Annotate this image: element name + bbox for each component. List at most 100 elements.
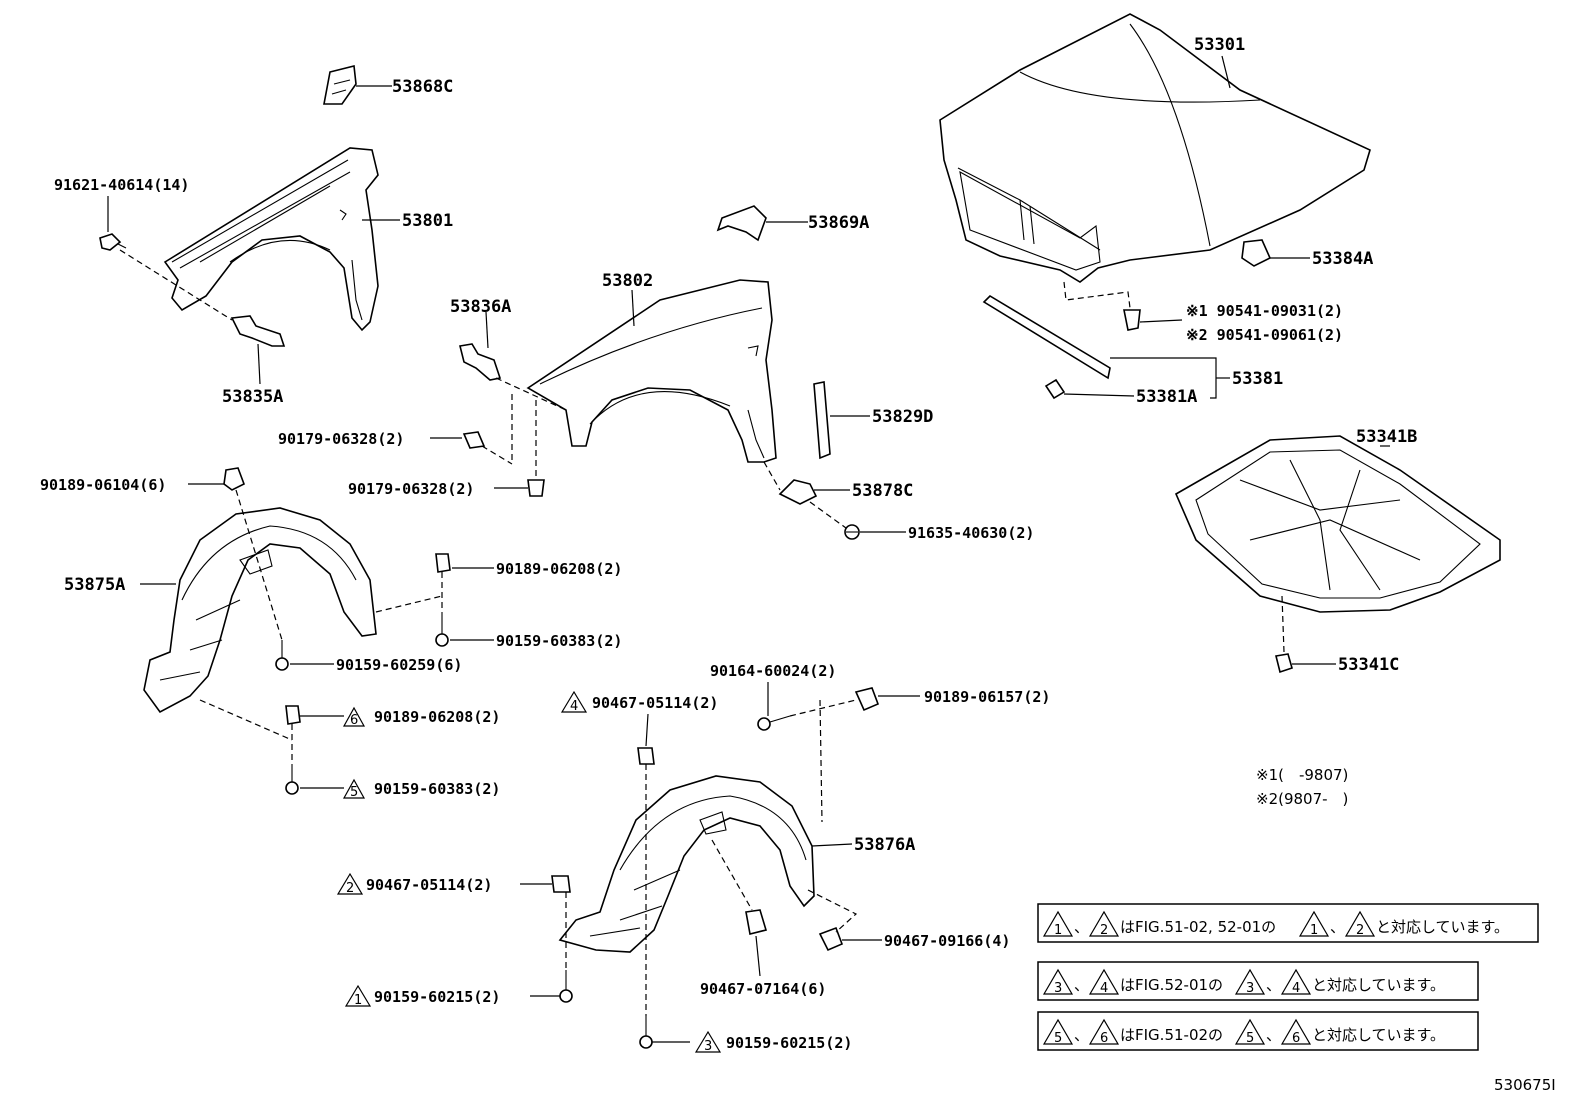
bolt-90164[interactable] bbox=[757, 715, 791, 731]
clip-53869A[interactable] bbox=[716, 205, 767, 242]
liner-left-53875A[interactable] bbox=[143, 507, 377, 714]
clip-53868C[interactable] bbox=[323, 65, 357, 105]
bracket-53835A[interactable] bbox=[230, 315, 286, 347]
clip-90467-05114-a[interactable] bbox=[637, 747, 655, 765]
note-2: ※2(9807- ) bbox=[1256, 790, 1348, 808]
label-90541-09031: ※1 90541-09031(2) bbox=[1186, 302, 1343, 320]
svg-text:2: 2 bbox=[1356, 923, 1364, 938]
svg-text:、: 、 bbox=[1074, 1026, 1089, 1044]
label-90179-b: 90179-06328(2) bbox=[348, 480, 474, 498]
label-90189-06104: 90189-06104(6) bbox=[40, 476, 166, 494]
svg-text:3: 3 bbox=[704, 1039, 712, 1054]
triangle-markers: 6 5 4 2 1 3 bbox=[336, 690, 722, 1054]
svg-text:2: 2 bbox=[1100, 923, 1108, 938]
label-90189-06208-a: 90189-06208(2) bbox=[496, 560, 622, 578]
figure-id: 530675I bbox=[1494, 1076, 1556, 1094]
svg-text:と対応しています。: と対応しています。 bbox=[1376, 918, 1509, 936]
clip-90467-09166[interactable] bbox=[818, 926, 844, 952]
triangle-3: 3 bbox=[694, 1030, 722, 1054]
label-53384A: 53384A bbox=[1312, 249, 1373, 269]
label-90159-60383-b: 90159-60383(2) bbox=[374, 780, 500, 798]
insulator-53341B[interactable] bbox=[1174, 435, 1501, 613]
triangle-2: 2 bbox=[336, 872, 364, 896]
svg-text:5: 5 bbox=[1246, 1031, 1254, 1046]
screw-90159-60383-b[interactable] bbox=[285, 764, 299, 795]
fender-right-53802[interactable] bbox=[526, 279, 777, 463]
seal-53829D[interactable] bbox=[813, 381, 831, 460]
label-53869A: 53869A bbox=[808, 213, 869, 233]
screw-90159-60215-b[interactable] bbox=[639, 1016, 653, 1049]
clip-90189-06157[interactable] bbox=[854, 687, 880, 712]
clip-90467-07164[interactable] bbox=[745, 909, 768, 935]
label-90179-a: 90179-06328(2) bbox=[278, 430, 404, 448]
svg-text:、: 、 bbox=[1266, 1026, 1281, 1044]
svg-text:、: 、 bbox=[1266, 976, 1281, 994]
clip-90189-06208-a[interactable] bbox=[435, 553, 451, 573]
svg-text:4: 4 bbox=[570, 699, 578, 714]
screw-90159-60383-a[interactable] bbox=[435, 612, 449, 647]
triangle-6: 6 bbox=[342, 706, 366, 728]
clip-53381A[interactable] bbox=[1044, 378, 1066, 400]
triangle-5: 5 bbox=[342, 778, 366, 800]
label-90159-60215-a: 90159-60215(2) bbox=[374, 988, 500, 1006]
part-labels: 53868C 91621-40614(14) 53801 53835A 5386… bbox=[40, 35, 1417, 1052]
cushion-53384A[interactable] bbox=[1241, 239, 1272, 267]
label-53802: 53802 bbox=[602, 271, 653, 291]
svg-text:6: 6 bbox=[1100, 1031, 1108, 1046]
svg-text:5: 5 bbox=[1054, 1031, 1062, 1046]
label-53301: 53301 bbox=[1194, 35, 1245, 55]
svg-text:4: 4 bbox=[1292, 981, 1300, 996]
hood-53301[interactable] bbox=[939, 13, 1371, 283]
svg-text:はFIG.51-02の: はFIG.51-02の bbox=[1120, 1026, 1223, 1044]
bracket-53836A[interactable] bbox=[459, 343, 502, 381]
label-53381: 53381 bbox=[1232, 369, 1283, 389]
note-1: ※1( -9807) bbox=[1256, 766, 1348, 784]
svg-text:1: 1 bbox=[354, 993, 362, 1008]
label-53801: 53801 bbox=[402, 211, 453, 231]
label-90541-09061: ※2 90541-09061(2) bbox=[1186, 326, 1343, 344]
svg-text:、: 、 bbox=[1330, 918, 1345, 936]
label-53341B: 53341B bbox=[1356, 427, 1417, 447]
label-91621: 91621-40614(14) bbox=[54, 176, 189, 194]
screw-90159-60215-a[interactable] bbox=[559, 970, 573, 1003]
label-90189-06157: 90189-06157(2) bbox=[924, 688, 1050, 706]
bolt-91635[interactable] bbox=[844, 524, 860, 540]
applicability-notes: ※1( -9807) ※2(9807- ) bbox=[1256, 766, 1348, 808]
triangle-1: 1 bbox=[344, 984, 372, 1008]
clip-90179-b[interactable] bbox=[527, 479, 545, 497]
svg-text:3: 3 bbox=[1246, 981, 1254, 996]
svg-text:、: 、 bbox=[1074, 918, 1089, 936]
label-53878C: 53878C bbox=[852, 481, 913, 501]
label-91635: 91635-40630(2) bbox=[908, 524, 1034, 542]
svg-text:3: 3 bbox=[1054, 981, 1062, 996]
fender-left-53801[interactable] bbox=[163, 147, 379, 332]
svg-text:2: 2 bbox=[346, 881, 354, 896]
label-90189-06208-b: 90189-06208(2) bbox=[374, 708, 500, 726]
liner-right-53876A[interactable] bbox=[558, 775, 815, 953]
svg-text:5: 5 bbox=[350, 785, 358, 800]
clip-90541[interactable] bbox=[1123, 309, 1141, 331]
label-53868C: 53868C bbox=[392, 77, 453, 97]
screw-90159-60259[interactable] bbox=[275, 640, 289, 671]
clip-90189-06104[interactable] bbox=[223, 467, 246, 491]
clip-53878C[interactable] bbox=[778, 479, 818, 505]
label-90467-05114-b: 90467-05114(2) bbox=[366, 876, 492, 894]
label-53875A: 53875A bbox=[64, 575, 125, 595]
label-53829D: 53829D bbox=[872, 407, 933, 427]
label-90467-09166: 90467-09166(4) bbox=[884, 932, 1010, 950]
label-53876A: 53876A bbox=[854, 835, 915, 855]
svg-text:6: 6 bbox=[350, 713, 358, 728]
clip-90179-a[interactable] bbox=[462, 431, 486, 449]
clip-90189-06208-b[interactable] bbox=[285, 705, 301, 725]
triangle-4: 4 bbox=[560, 690, 588, 714]
bolt-91621[interactable] bbox=[99, 233, 127, 251]
label-90159-60383-a: 90159-60383(2) bbox=[496, 632, 622, 650]
clip-53341C[interactable] bbox=[1275, 653, 1293, 674]
label-90159-60215-b: 90159-60215(2) bbox=[726, 1034, 852, 1052]
seal-53381[interactable] bbox=[982, 294, 1111, 380]
svg-text:と対応しています。: と対応しています。 bbox=[1312, 1026, 1445, 1044]
clip-90467-05114-b[interactable] bbox=[551, 875, 571, 893]
label-90467-07164: 90467-07164(6) bbox=[700, 980, 826, 998]
svg-text:1: 1 bbox=[1310, 923, 1318, 938]
